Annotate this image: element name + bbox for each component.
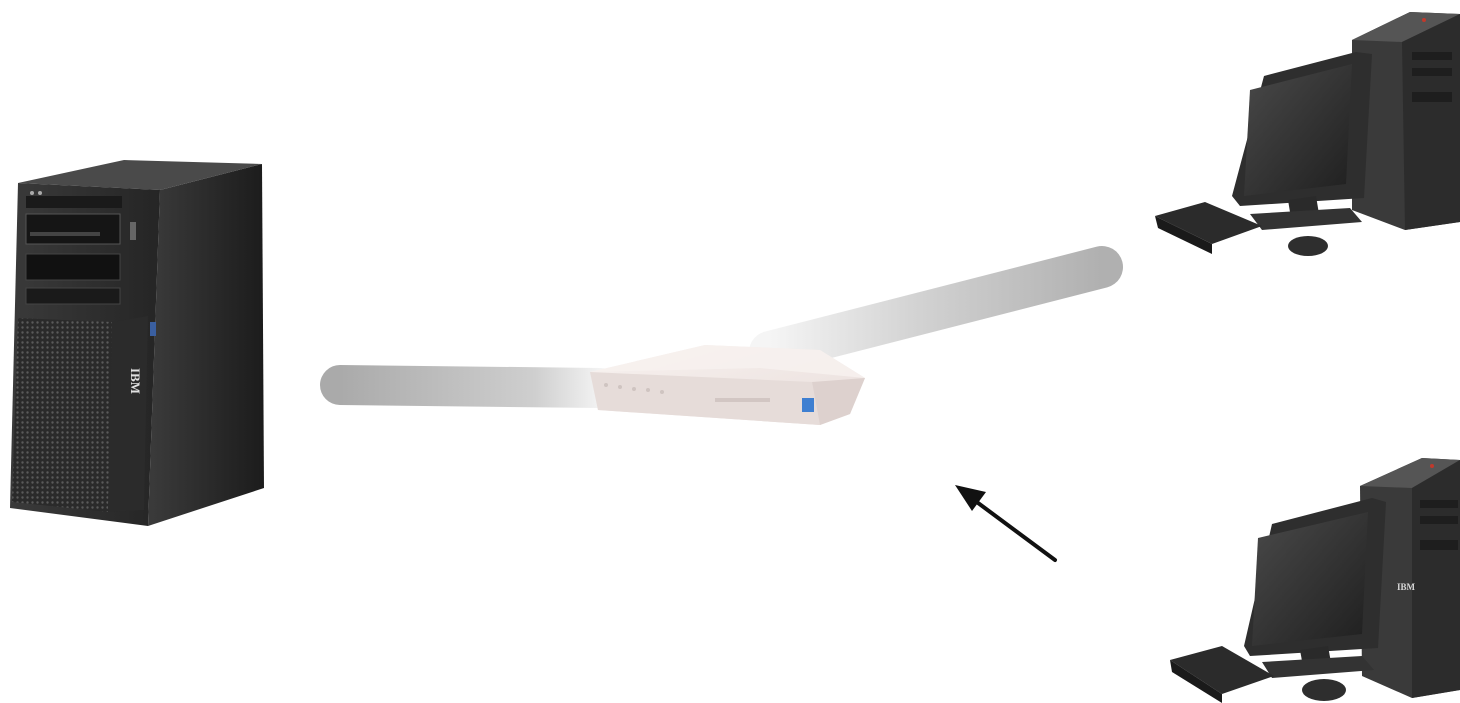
workstation-brand-label: IBM xyxy=(1397,582,1416,592)
network-hub-icon xyxy=(590,345,865,425)
cable-hub-to-workstation xyxy=(770,267,1102,352)
server-brand-label: IBM xyxy=(128,368,143,394)
desktop-computer-icon: IBM xyxy=(1170,458,1460,703)
cable-server-to-hub xyxy=(340,385,600,388)
desktop-computer-icon xyxy=(1155,12,1460,256)
tower-server-icon: IBM xyxy=(10,160,264,526)
arrow-icon xyxy=(955,485,1055,560)
